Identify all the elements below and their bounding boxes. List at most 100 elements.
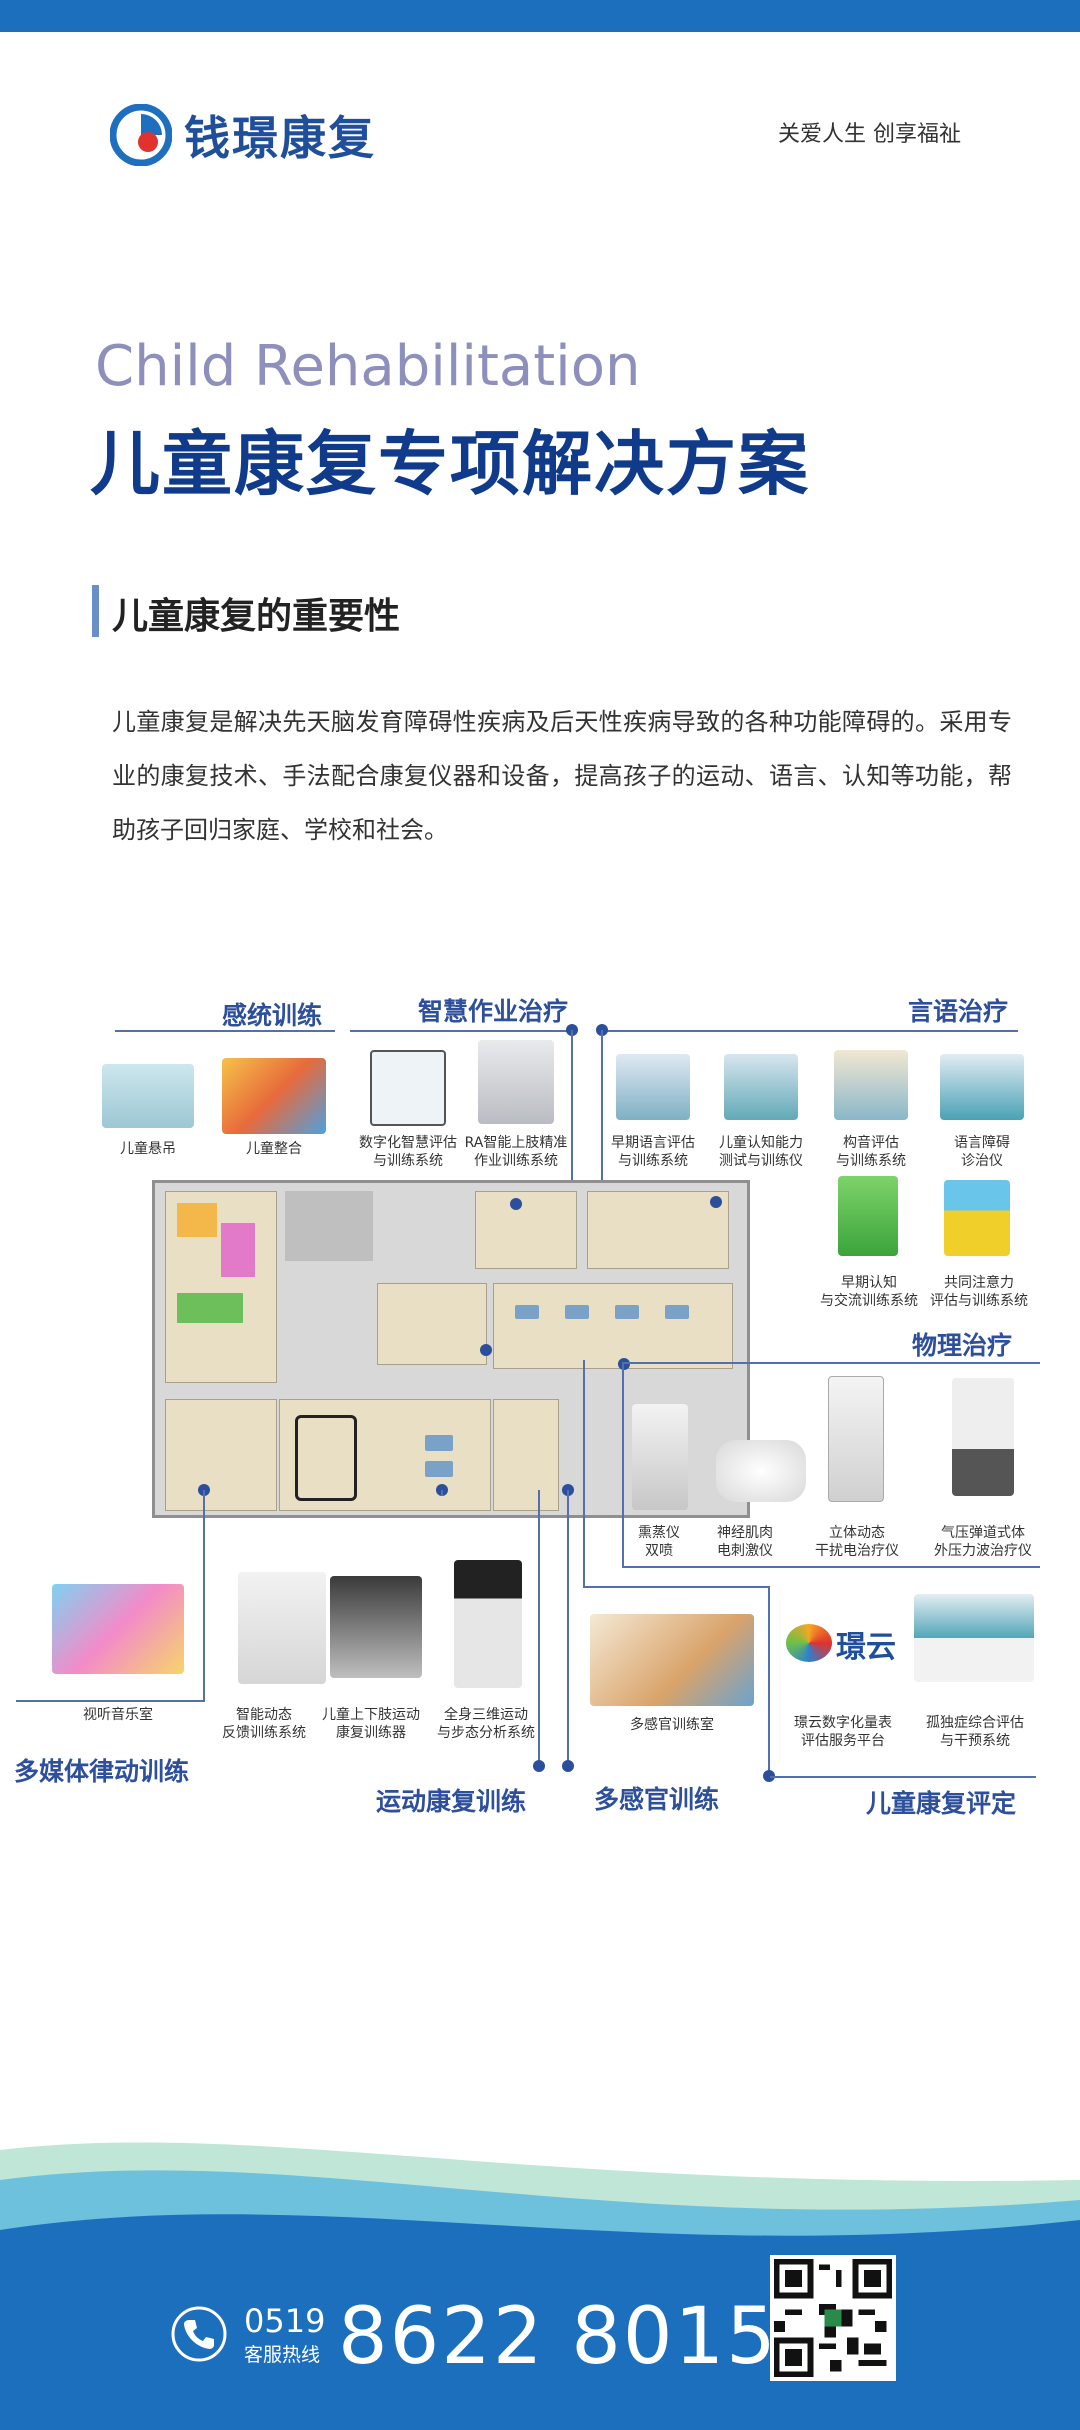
jingyun-logo-text: 璟云 <box>836 1630 896 1665</box>
top-brand-bar <box>0 0 1080 32</box>
connector-line <box>538 1490 540 1766</box>
plan-stairs <box>285 1191 373 1261</box>
thumb-shockwave <box>952 1378 1014 1496</box>
connector-line <box>600 1030 1018 1032</box>
plan-room <box>165 1399 277 1511</box>
connector-line <box>583 1360 585 1588</box>
caption: 电刺激仪 <box>717 1543 773 1559</box>
thumb-speech-3 <box>834 1050 908 1120</box>
category-smart-ot: 智慧作业治疗 <box>418 997 569 1026</box>
page-title: 儿童康复专项解决方案 <box>90 423 810 505</box>
caption: 作业训练系统 <box>474 1153 558 1169</box>
caption: 评估服务平台 <box>801 1733 885 1749</box>
caption: 康复训练器 <box>336 1725 406 1741</box>
caption: 与交流训练系统 <box>820 1293 918 1309</box>
category-multisensory: 多感官训练 <box>594 1785 720 1814</box>
floor-plan <box>152 1180 750 1518</box>
thumb-limb-trainer <box>330 1576 422 1678</box>
thumb-autism-assessment <box>914 1594 1034 1682</box>
section-title: 儿童康复的重要性 <box>112 596 401 637</box>
caption: 评估与训练系统 <box>930 1293 1028 1309</box>
connector-dot <box>480 1344 492 1356</box>
connector-dot <box>763 1770 775 1782</box>
connector-line <box>441 1490 443 1496</box>
caption: 双喷 <box>645 1543 673 1559</box>
thumb-dynamic-feedback <box>238 1572 326 1684</box>
caption: 熏蒸仪 <box>638 1525 680 1541</box>
thumb-interference <box>828 1376 884 1502</box>
connector-line <box>770 1776 1036 1778</box>
caption: 干扰电治疗仪 <box>815 1543 899 1559</box>
connector-line <box>622 1566 1040 1568</box>
connector-dot <box>618 1358 630 1370</box>
plan-room <box>377 1283 487 1365</box>
plan-equipment <box>177 1203 217 1237</box>
caption: 气压弹道式体 <box>941 1525 1025 1541</box>
connector-line <box>622 1362 1040 1364</box>
connector-line <box>115 1030 335 1032</box>
plan-track <box>295 1415 357 1501</box>
plan-desk <box>515 1305 539 1319</box>
category-physical: 物理治疗 <box>912 1331 1013 1360</box>
footer-wave <box>0 2142 1080 2430</box>
caption: 早期语言评估 <box>611 1135 695 1151</box>
plan-desk <box>425 1461 453 1477</box>
plan-room <box>587 1191 729 1269</box>
phone-number: 8622 8015 <box>338 2292 778 2382</box>
category-motor: 运动康复训练 <box>376 1787 527 1816</box>
caption: 全身三维运动 <box>444 1707 528 1723</box>
caption: 与训练系统 <box>618 1153 688 1169</box>
connector-dot <box>533 1760 545 1772</box>
thumb-nmes <box>716 1440 806 1502</box>
qr-code <box>770 2255 896 2381</box>
plan-desk <box>615 1305 639 1319</box>
caption: 视听音乐室 <box>83 1707 153 1723</box>
plan-desk <box>665 1305 689 1319</box>
phone-icon <box>171 2306 227 2362</box>
caption: 数字化智慧评估 <box>359 1135 457 1151</box>
area-code: 0519 <box>244 2302 326 2340</box>
plan-equipment <box>221 1223 255 1277</box>
connector-dot <box>510 1198 522 1210</box>
connector-line <box>567 1490 569 1766</box>
thumb-ra-upper-limb <box>478 1040 554 1124</box>
connector-dot <box>710 1196 722 1208</box>
section-paragraph: 儿童康复是解决先天脑发育障碍性疾病及后天性疾病导致的各种功能障碍的。采用专业的康… <box>112 708 1012 844</box>
plan-room <box>475 1191 577 1269</box>
thumb-multisensory-room <box>590 1614 754 1706</box>
slogan: 关爱人生 创享福祉 <box>778 122 961 147</box>
caption: 与训练系统 <box>836 1153 906 1169</box>
caption: 儿童整合 <box>246 1141 302 1157</box>
caption: 测试与训练仪 <box>719 1153 803 1169</box>
connector-line <box>16 1700 204 1702</box>
jingyun-logo-icon <box>786 1624 832 1662</box>
plan-room <box>493 1283 733 1369</box>
caption: 多感官训练室 <box>630 1717 714 1733</box>
thumb-speech-2 <box>724 1054 798 1120</box>
connector-line <box>583 1586 769 1588</box>
plan-equipment <box>177 1293 243 1323</box>
caption: 反馈训练系统 <box>222 1725 306 1741</box>
caption: RA智能上肢精准 <box>464 1135 568 1151</box>
category-assessment: 儿童康复评定 <box>866 1789 1017 1818</box>
thumb-child-integration <box>222 1058 326 1134</box>
plan-desk <box>565 1305 589 1319</box>
english-title: Child Rehabilitation <box>95 334 641 399</box>
caption: 语言障碍 <box>954 1135 1010 1151</box>
category-sensory: 感统训练 <box>222 1001 323 1030</box>
caption: 孤独症综合评估 <box>926 1715 1024 1731</box>
logo-icon <box>110 104 172 166</box>
connector-line <box>571 1030 573 1212</box>
plan-room <box>493 1399 559 1511</box>
caption: 构音评估 <box>843 1135 899 1151</box>
thumb-speech-1 <box>616 1054 690 1120</box>
caption: 与步态分析系统 <box>437 1725 535 1741</box>
caption: 儿童上下肢运动 <box>322 1707 420 1723</box>
thumb-music-room <box>52 1584 184 1674</box>
caption: 与干预系统 <box>940 1733 1010 1749</box>
caption: 早期认知 <box>841 1275 897 1291</box>
connector-line <box>768 1586 770 1776</box>
thumb-early-cognition <box>838 1176 898 1256</box>
caption: 外压力波治疗仪 <box>934 1543 1032 1559</box>
plan-desk <box>425 1435 453 1451</box>
